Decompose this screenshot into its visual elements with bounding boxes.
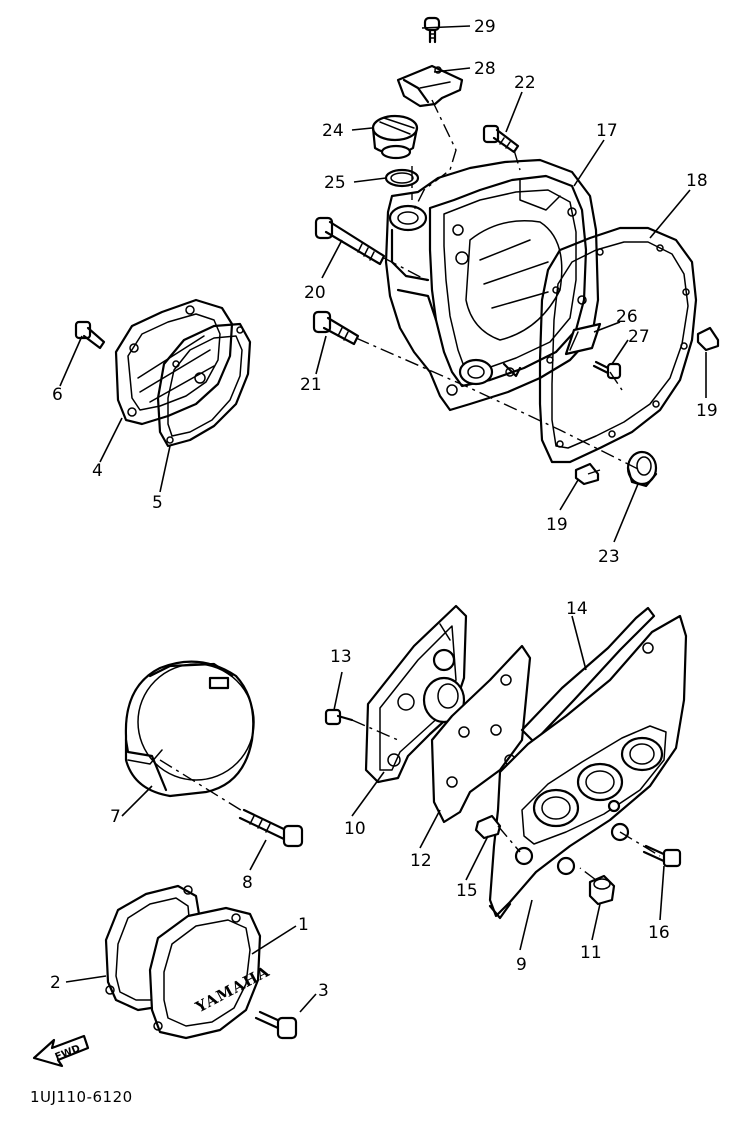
callout-15: 15 bbox=[456, 881, 478, 901]
part-24-oil-filler-cap bbox=[371, 114, 419, 160]
callout-24: 24 bbox=[322, 121, 344, 141]
part-7-cover bbox=[124, 660, 255, 798]
part-20-long-bolt bbox=[314, 216, 386, 266]
callout-17: 17 bbox=[596, 121, 618, 141]
part-28-bracket bbox=[396, 64, 464, 108]
callout-16: 16 bbox=[648, 923, 670, 943]
part-27-screw bbox=[592, 360, 622, 380]
callout-18: 18 bbox=[686, 171, 708, 191]
part-3-bolt bbox=[254, 1010, 298, 1040]
part-23-plug bbox=[626, 450, 658, 488]
part-5-gasket bbox=[156, 322, 252, 448]
leader-lines bbox=[59, 25, 707, 1013]
part-19-dowel-pin-right bbox=[696, 326, 720, 352]
callout-7: 7 bbox=[110, 807, 121, 827]
part-15-dowel bbox=[474, 814, 502, 840]
part-17-crankcase-cover bbox=[384, 158, 600, 412]
part-1-yamaha-cover: YAMAHA bbox=[148, 906, 273, 1040]
callout-21: 21 bbox=[300, 375, 322, 395]
callout-10: 10 bbox=[344, 819, 366, 839]
callout-14: 14 bbox=[566, 599, 588, 619]
part-16-bolt bbox=[642, 844, 682, 868]
callout-26: 26 bbox=[616, 307, 638, 327]
callout-5: 5 bbox=[152, 493, 163, 513]
callout-12: 12 bbox=[410, 851, 432, 871]
callout-29: 29 bbox=[474, 17, 496, 37]
callout-22: 22 bbox=[514, 73, 536, 93]
callout-20: 20 bbox=[304, 283, 326, 303]
callout-6: 6 bbox=[52, 385, 63, 405]
callout-27: 27 bbox=[628, 327, 650, 347]
callout-4: 4 bbox=[92, 461, 103, 481]
forward-arrow-icon: FWD bbox=[32, 1034, 90, 1068]
callout-1: 1 bbox=[298, 915, 309, 935]
part-8-long-bolt bbox=[238, 808, 304, 848]
callout-13: 13 bbox=[330, 647, 352, 667]
drawing-code: 1UJ110-6120 bbox=[30, 1088, 133, 1106]
part-29-screw bbox=[423, 16, 441, 44]
callout-23: 23 bbox=[598, 547, 620, 567]
part-18-gasket bbox=[538, 226, 698, 464]
callout-2: 2 bbox=[50, 973, 61, 993]
part-19-dowel-pin-lower bbox=[574, 462, 600, 486]
part-6-bolt bbox=[74, 320, 106, 350]
assembly-lines-lower-right bbox=[351, 719, 661, 881]
callout-28: 28 bbox=[474, 59, 496, 79]
part-26-plate bbox=[564, 322, 602, 356]
part-13-bolt bbox=[324, 708, 354, 726]
callout-9: 9 bbox=[516, 955, 527, 975]
callout-8: 8 bbox=[242, 873, 253, 893]
callout-19-lower: 19 bbox=[546, 515, 568, 535]
part-25-o-ring bbox=[384, 168, 420, 188]
callout-numbers: 29 28 24 25 22 17 18 20 21 26 27 19 19 2… bbox=[50, 17, 718, 1001]
part-11-plug bbox=[588, 874, 616, 906]
part-22-bolt bbox=[482, 124, 520, 154]
callout-3: 3 bbox=[318, 981, 329, 1001]
assembly-lines-lower-left bbox=[159, 759, 245, 813]
callout-25: 25 bbox=[324, 173, 346, 193]
assembly-lines-top bbox=[355, 99, 641, 475]
part-12-gasket-plate bbox=[430, 644, 532, 824]
part-10-bracket bbox=[364, 604, 468, 784]
callout-19-right: 19 bbox=[696, 401, 718, 421]
callout-11: 11 bbox=[580, 943, 602, 963]
part-21-bolt bbox=[312, 310, 360, 346]
